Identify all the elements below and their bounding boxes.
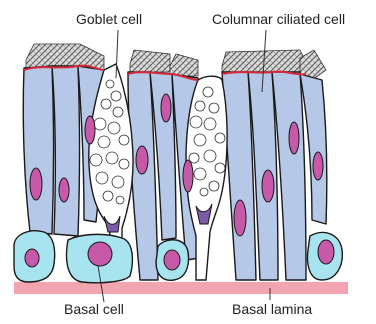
nucleus (313, 152, 323, 180)
columnar-cell (23, 66, 53, 234)
basal-cell-label: Basal cell (64, 301, 124, 317)
columnar-ciliated-cell-label: Columnar ciliated cell (212, 11, 345, 27)
basal-lamina-label: Basal lamina (232, 301, 312, 317)
nucleus (183, 160, 193, 192)
nucleus (262, 170, 274, 202)
nucleus (136, 146, 148, 174)
columnar-cell (52, 66, 80, 236)
nucleus (318, 240, 334, 264)
nucleus (289, 122, 299, 154)
nucleus (161, 94, 171, 122)
nucleus (234, 200, 246, 236)
nucleus (30, 168, 42, 200)
nucleus (25, 249, 39, 267)
nucleus (88, 242, 112, 266)
nucleus (85, 116, 95, 144)
goblet-cell-label: Goblet cell (76, 11, 142, 27)
nucleus (59, 178, 69, 202)
nucleus (164, 250, 180, 270)
basal-lamina (14, 282, 348, 294)
